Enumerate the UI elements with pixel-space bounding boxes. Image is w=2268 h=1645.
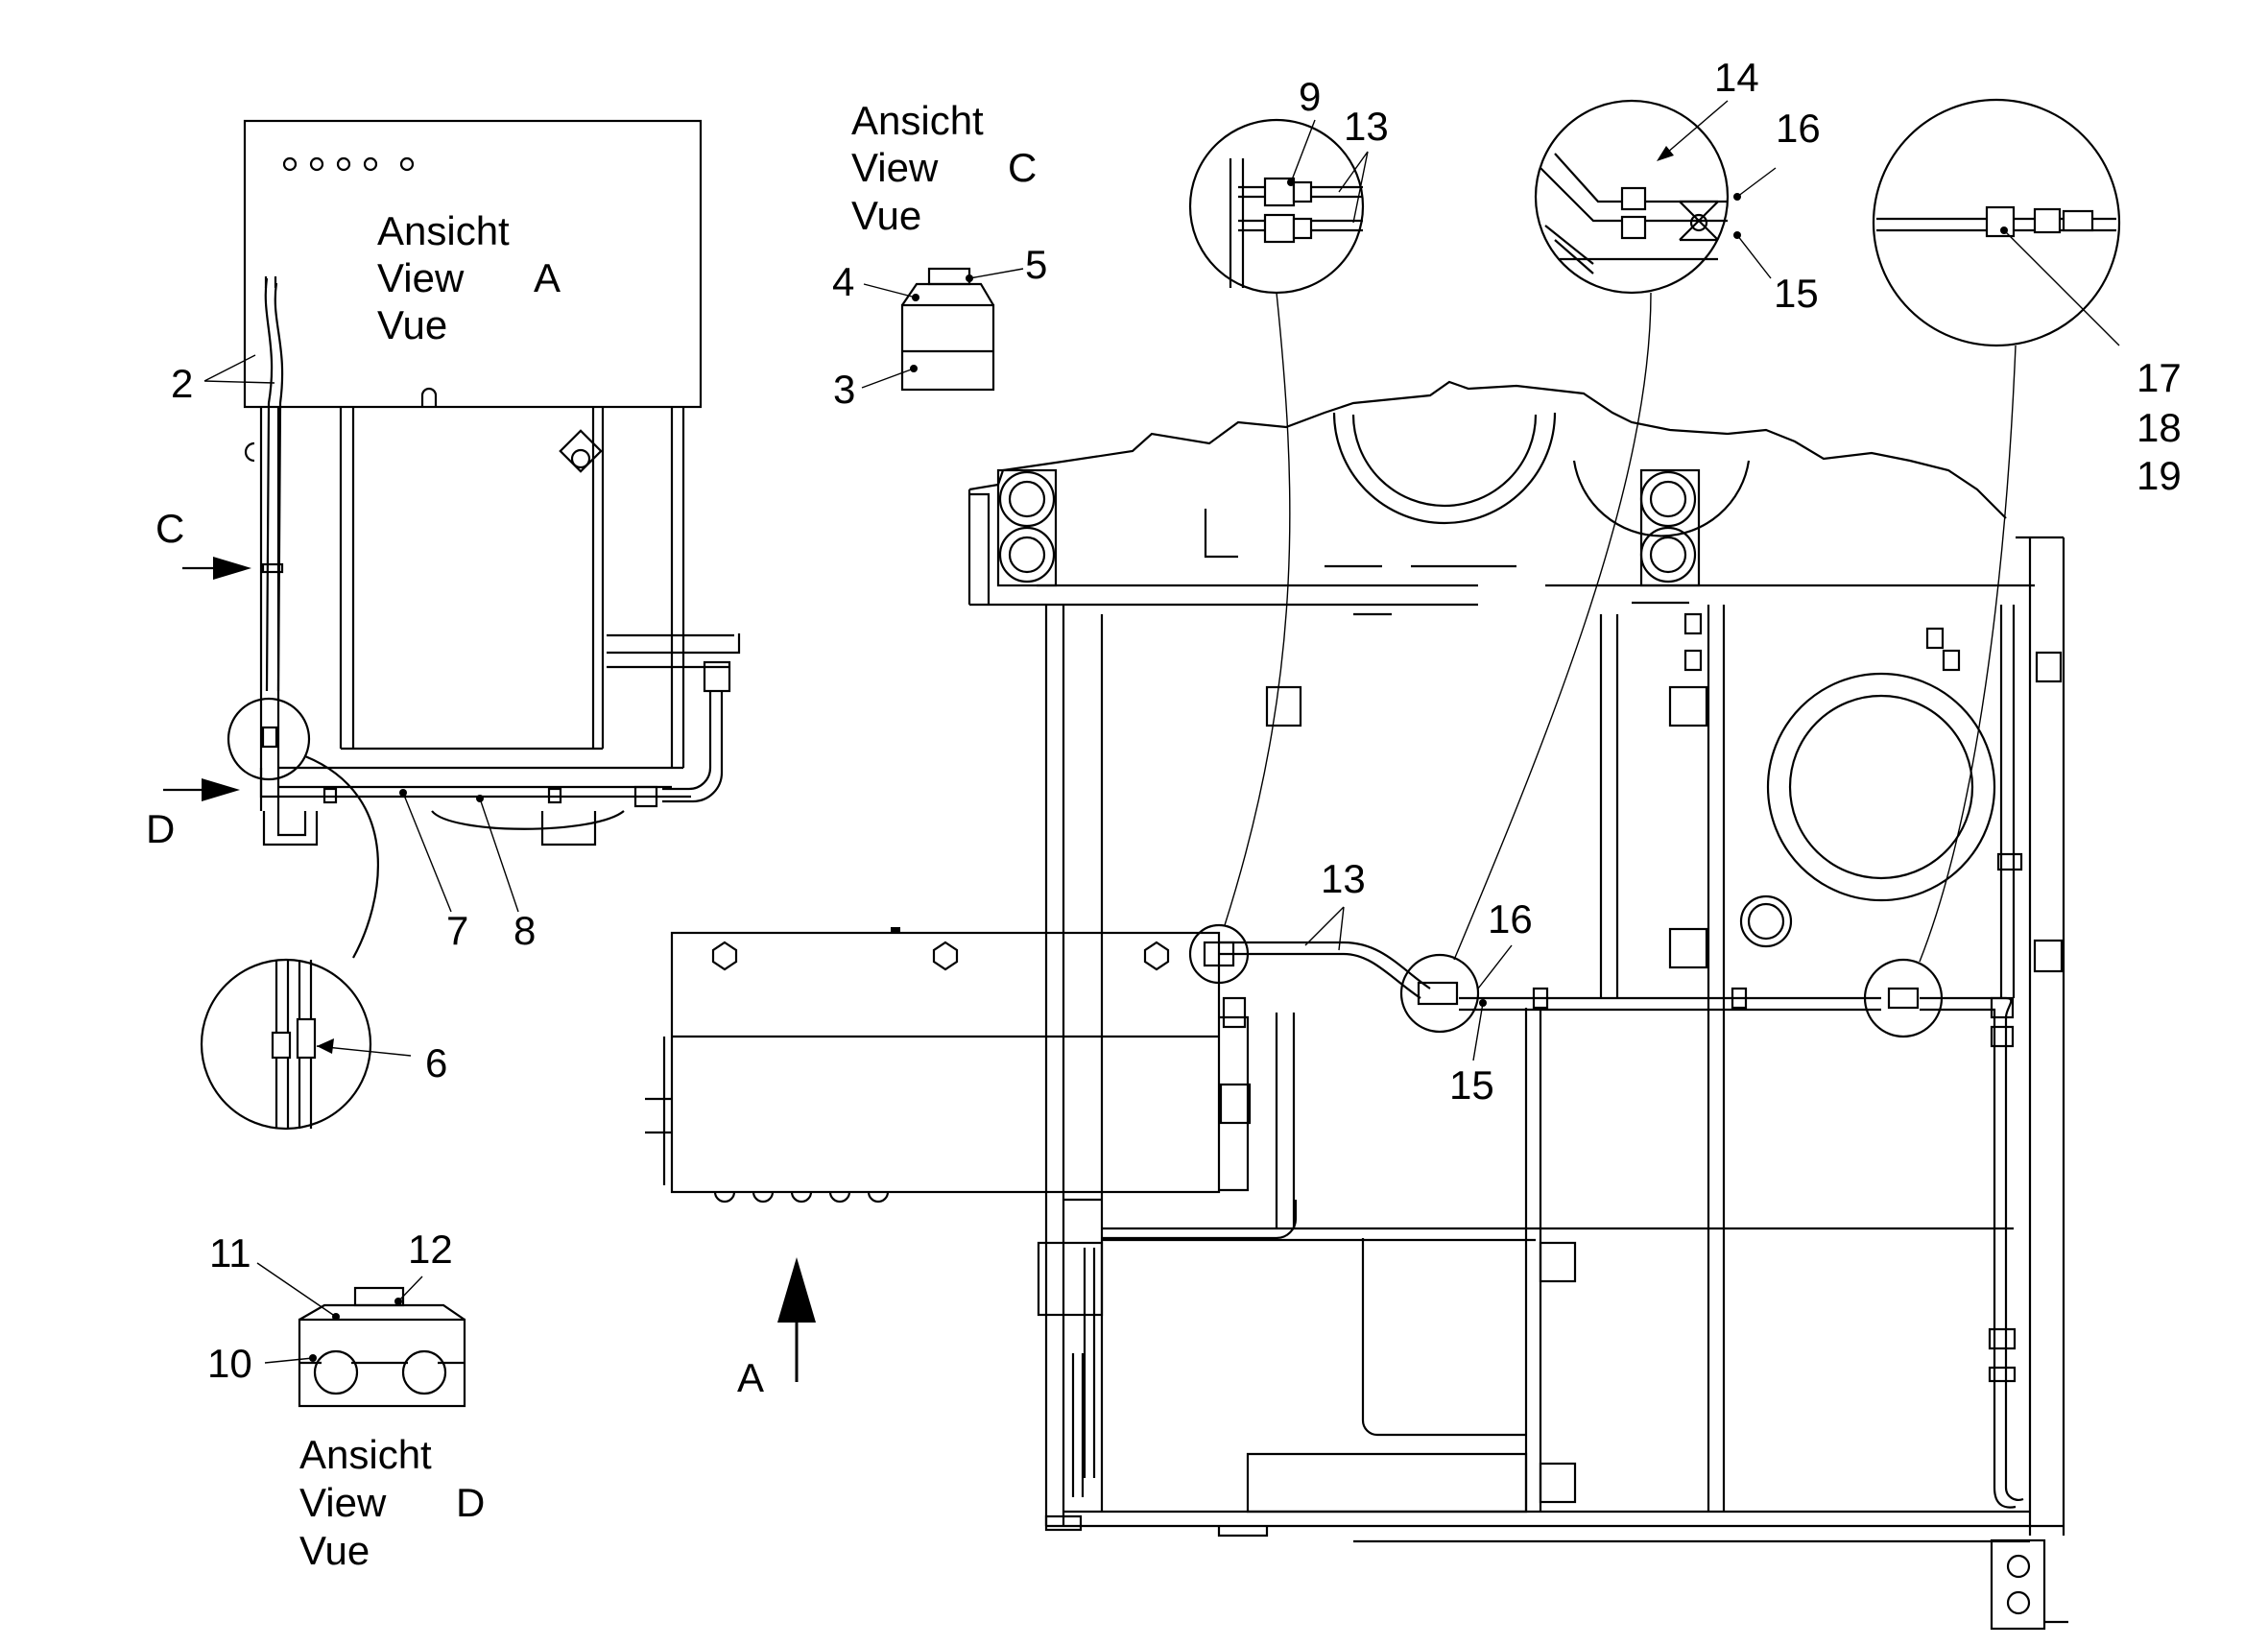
callout-8: 8: [476, 795, 536, 953]
callout-number-n13b: 13: [1321, 856, 1366, 901]
pipe-run: [1219, 941, 2024, 1509]
view-label-views-a-letter: A: [534, 255, 561, 300]
arrow-a: A: [737, 1257, 816, 1400]
callout-number-n12: 12: [408, 1227, 453, 1272]
detail-14-16: 14 16 15: [1453, 55, 1821, 961]
detail-marker-17-19: [1863, 958, 1944, 1038]
arrow-c: C: [155, 506, 251, 580]
view-label-arrows-d: D: [146, 806, 175, 851]
callout-number-n13a: 13: [1344, 104, 1389, 149]
callout-number-n15a: 15: [1774, 271, 1819, 316]
view-d-label: Ansicht View D Vue: [299, 1432, 485, 1573]
callout-7: 7: [399, 789, 468, 953]
callout-number-n9: 9: [1299, 74, 1321, 119]
main-frame: [967, 380, 2068, 1631]
callout-number-n2: 2: [171, 361, 193, 406]
callout-number-n14: 14: [1714, 55, 1759, 100]
view-a-label: Ansicht View A Vue: [377, 208, 561, 347]
callout-number-n10: 10: [207, 1341, 252, 1386]
view-label-views-c-letter: C: [1008, 145, 1037, 190]
detail-6: 6: [200, 754, 447, 1131]
view-c-label: Ansicht View C Vue: [851, 98, 1037, 238]
view-label-views-d-line1: Ansicht: [299, 1432, 432, 1477]
callout-number-n16b: 16: [1488, 896, 1533, 942]
callout-number-n4: 4: [832, 259, 854, 304]
indicator-holes: [282, 156, 415, 172]
callout-2: 2: [171, 354, 275, 406]
callout-number-n18: 18: [2137, 405, 2182, 450]
tank: [645, 927, 1252, 1204]
view-label-views-c-line1: Ansicht: [851, 98, 984, 143]
detail-17-19: 17 18 19: [1872, 98, 2182, 963]
view-label-views-d-letter: D: [456, 1480, 485, 1525]
view-label-arrows-a: A: [737, 1355, 764, 1400]
view-label-views-d-line2: View: [299, 1480, 387, 1525]
detail-marker-9-13: [1188, 923, 1250, 985]
view-label-views-a-line2: View: [377, 255, 465, 300]
callout-number-n11: 11: [209, 1230, 251, 1275]
callout-number-n8: 8: [513, 908, 536, 953]
view-a-assembly: [227, 119, 741, 846]
view-label-views-a-line1: Ansicht: [377, 208, 510, 253]
callout-number-n7: 7: [446, 908, 468, 953]
detail-marker-14-16: [1399, 953, 1480, 1034]
callout-number-n3: 3: [833, 367, 855, 412]
view-d-part: 11 12 10: [207, 1227, 466, 1408]
pipe-callouts: 13 16 15: [1304, 856, 1533, 1108]
view-label-views-c-line3: Vue: [851, 193, 921, 238]
view-label-views-c-line2: View: [851, 145, 939, 190]
view-c-part: 4 5 3: [832, 242, 1047, 412]
callout-number-n19: 19: [2137, 453, 2182, 498]
view-label-views-d-line3: Vue: [299, 1528, 370, 1573]
callout-number-n15b: 15: [1449, 1062, 1494, 1108]
callout-number-n16a: 16: [1776, 106, 1821, 151]
callout-number-n5: 5: [1025, 242, 1047, 287]
detail-9-13: 9 13: [1188, 74, 1389, 926]
view-label-views-a-line3: Vue: [377, 302, 447, 347]
callout-number-n17: 17: [2137, 355, 2182, 400]
view-label-arrows-c: C: [155, 506, 184, 551]
callout-number-n6: 6: [425, 1040, 447, 1085]
arrow-d: D: [146, 778, 240, 851]
